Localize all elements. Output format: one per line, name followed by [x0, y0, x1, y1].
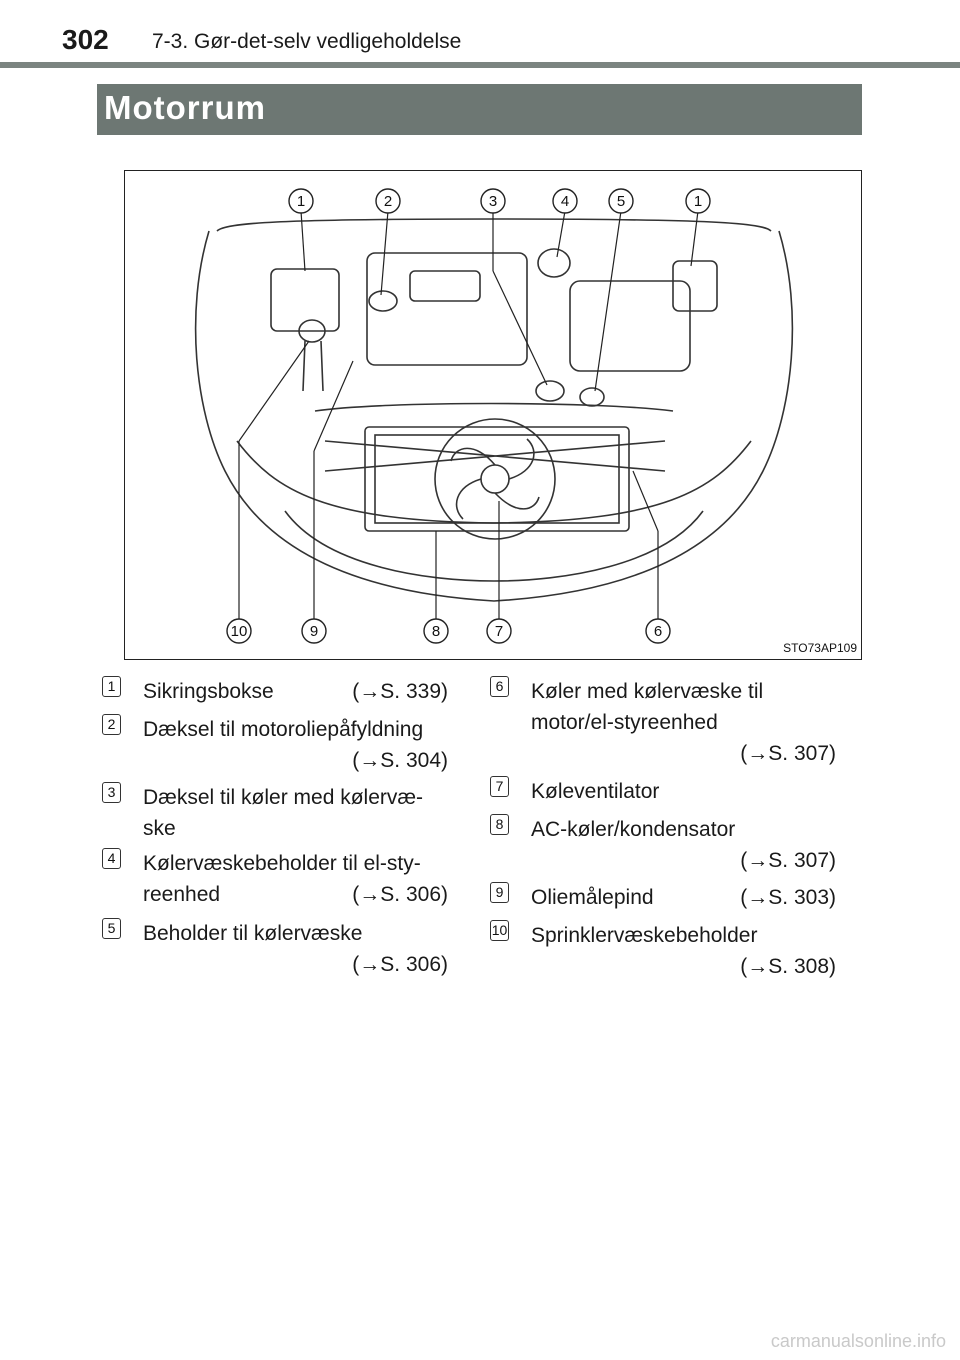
callout-bottom-6: 6 [645, 618, 671, 644]
callout-top-4: 4 [552, 188, 578, 214]
callout-bottom-10: 10 [226, 618, 252, 644]
legend-label-continued: motor/el-styreenhed [531, 711, 718, 734]
engine-figure: 1 2 3 4 5 1 10 9 8 7 6 STO73AP109 [124, 170, 862, 660]
legend-number-badge: 2 [102, 714, 121, 735]
svg-text:10: 10 [231, 623, 248, 640]
legend-page-reference: (→S. 306) [352, 953, 448, 976]
page-title: Motorrum [104, 89, 266, 126]
legend-item: 2 Dæksel til motoroliepåfyldning (→S. 304) [102, 714, 452, 814]
legend-label: Dæksel til motoroliepåfyldning [143, 718, 424, 741]
legend-number-badge: 7 [490, 776, 509, 797]
figure-code: STO73AP109 [783, 641, 857, 655]
callout-top-3: 3 [480, 188, 506, 214]
section-title: 7-3. Gør-det-selv vedligeholdelse [152, 30, 462, 53]
svg-text:4: 4 [561, 193, 569, 210]
legend-number-badge: 6 [490, 676, 509, 697]
legend-item: 1 Sikringsbokse (→S. 339) [102, 676, 452, 776]
legend-item: 8 AC-køler/kondensator(→S. 307) [490, 814, 840, 914]
legend-label-continued: reenhed [143, 883, 221, 906]
title-bar [97, 84, 862, 135]
legend-page-reference: (→S. 307) [740, 849, 836, 872]
legend-page-reference: (→S. 308) [740, 955, 836, 978]
legend-number-badge: 1 [102, 676, 121, 697]
legend-label: Køleventilator [531, 780, 660, 803]
legend-label: Køler med kølervæske til [531, 680, 764, 703]
legend-label: AC-køler/kondensator [531, 818, 736, 841]
legend-label: Dæksel til køler med kølervæ- [143, 786, 424, 809]
legend-page-reference: (→S. 303) [740, 886, 836, 909]
callout-top-1: 1 [288, 188, 314, 214]
legend-number-badge: 10 [490, 920, 509, 941]
legend-item: 4 Kølervæskebeholder til el-sty-reenhed (→… [102, 848, 452, 948]
engine-bay-illustration: 1 2 3 4 5 1 10 9 8 7 6 [194, 188, 794, 644]
legend-label: Oliemålepind [531, 886, 654, 909]
legend-label: Beholder til kølervæske [143, 922, 363, 945]
svg-text:3: 3 [489, 193, 497, 210]
legend-page-reference: (→S. 307) [740, 742, 836, 765]
callout-top-1: 1 [685, 188, 711, 214]
legend-number-badge: 9 [490, 882, 509, 903]
legend-label: Sprinklervæskebeholder [531, 924, 758, 947]
svg-text:5: 5 [617, 193, 625, 210]
legend-number-badge: 3 [102, 782, 121, 803]
callout-bottom-7: 7 [486, 618, 512, 644]
legend-page-reference: (→S. 304) [352, 749, 448, 772]
svg-text:8: 8 [432, 623, 440, 640]
svg-text:2: 2 [384, 193, 392, 210]
svg-text:1: 1 [297, 193, 305, 210]
legend-item: 10 Sprinklervæskebeholder (→S. 308) [490, 920, 840, 1020]
svg-text:7: 7 [495, 623, 503, 640]
legend-number-badge: 8 [490, 814, 509, 835]
legend-item: 9 Oliemålepind (→S. 303) [490, 882, 840, 982]
callout-bottom-9: 9 [301, 618, 327, 644]
legend-label: Kølervæskebeholder til el-sty- [143, 852, 421, 875]
header-rule [0, 62, 960, 68]
callout-top-5: 5 [608, 188, 634, 214]
legend-number-badge: 5 [102, 918, 121, 939]
callout-top-2: 2 [375, 188, 401, 214]
legend-label: Sikringsbokse [143, 680, 274, 703]
svg-text:1: 1 [694, 193, 702, 210]
legend-label-continued: ske [143, 817, 176, 840]
page-number: 302 [62, 24, 109, 55]
legend-page-reference: (→S. 306) [352, 883, 448, 906]
legend-page-reference: (→S. 339) [352, 680, 448, 703]
footer-watermark: carmanualsonline.info [770, 1331, 946, 1351]
legend-item: 7 Køleventilator [490, 776, 840, 876]
legend-number-badge: 4 [102, 848, 121, 869]
svg-text:6: 6 [654, 623, 662, 640]
callout-bottom-8: 8 [423, 618, 449, 644]
svg-text:9: 9 [310, 623, 318, 640]
legend-item: 6 Køler med kølervæske til motor/el-styree… [490, 676, 840, 776]
legend-item: 3 Dæksel til køler med kølervæ-ske [102, 782, 452, 882]
legend-item: 5 Beholder til kølervæske (→S. 306) [102, 918, 452, 1018]
